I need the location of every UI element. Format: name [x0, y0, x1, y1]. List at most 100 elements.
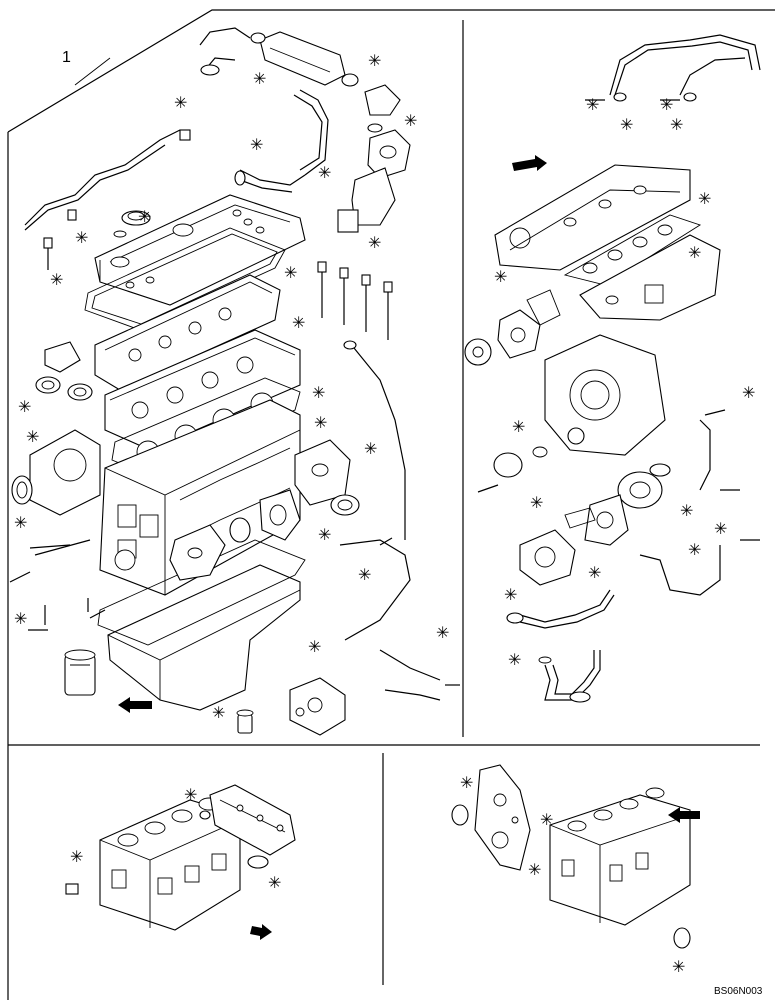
injection-pipes: [24, 129, 191, 270]
svg-text:✳: ✳: [14, 515, 27, 532]
block-gasket-panel-left: ✳ ✳ ✳: [65, 784, 296, 940]
svg-text:✳: ✳: [253, 71, 266, 88]
svg-text:✳: ✳: [75, 230, 88, 247]
block-gasket-panel-right: ✳ ✳ ✳ ✳: [451, 764, 700, 976]
svg-text:✳: ✳: [284, 265, 297, 282]
dipstick: [343, 340, 406, 540]
high-pressure-pipes: [585, 34, 761, 102]
intake-manifold: [494, 164, 691, 271]
seal-parts: [477, 446, 548, 493]
cylinder-head: [104, 329, 301, 451]
marker-symbols-bottom-left: ✳ ✳ ✳: [70, 787, 281, 892]
svg-text:✳: ✳: [368, 235, 381, 252]
svg-text:✳: ✳: [494, 269, 507, 286]
short-block-left: [99, 797, 241, 931]
svg-text:✳: ✳: [138, 209, 151, 226]
short-block-right: [549, 787, 691, 926]
svg-text:✳: ✳: [312, 385, 325, 402]
svg-text:✳: ✳: [318, 527, 331, 544]
drawing-code-label: BS06N003: [714, 986, 763, 997]
oil-pan: [97, 539, 306, 711]
turbo-outlet-flange: [519, 507, 596, 586]
svg-text:✳: ✳: [318, 165, 331, 182]
marker-symbols-bottom-right: ✳ ✳ ✳ ✳: [460, 775, 685, 976]
front-direction-arrow-bottom-left: [250, 924, 272, 940]
oil-return-pipe: [506, 589, 615, 629]
svg-text:✳: ✳: [26, 429, 39, 446]
panel-frame: [7, 9, 775, 1000]
turbocharger: [584, 463, 671, 546]
svg-text:✳: ✳: [368, 53, 381, 70]
seal-ring-right-top: [451, 804, 469, 826]
svg-text:✳: ✳: [308, 639, 321, 656]
front-housing: [259, 489, 301, 541]
marker-symbols-right: ✳ ✳ ✳ ✳ ✳ ✳ ✳ ✳ ✳ ✳ ✳ ✳ ✳ ✳ ✳ ✳: [494, 97, 755, 669]
svg-text:✳: ✳: [50, 272, 63, 289]
egr-valve: [337, 73, 411, 233]
svg-text:✳: ✳: [670, 117, 683, 134]
svg-text:✳: ✳: [540, 812, 553, 829]
main-engine-assembly: ✳ ✳ ✳ ✳ ✳ ✳ ✳ ✳ ✳ ✳ ✳ ✳ ✳ ✳ ✳ ✳ ✳ ✳ ✳ ✳ …: [9, 27, 460, 736]
front-plate-gasket: [474, 764, 531, 871]
svg-text:✳: ✳: [586, 97, 599, 114]
flywheel-housing: [544, 334, 666, 456]
front-direction-arrow-bottom-right: [668, 807, 700, 823]
oil-filter: [64, 649, 96, 696]
front-direction-arrow-right: [512, 155, 547, 171]
plug-left: [65, 883, 79, 895]
front-direction-arrow: [118, 697, 152, 713]
rocker-cover: [94, 194, 306, 306]
svg-text:✳: ✳: [174, 95, 187, 112]
svg-text:✳: ✳: [742, 385, 755, 402]
svg-text:✳: ✳: [460, 775, 473, 792]
oil-pump: [289, 677, 346, 736]
svg-text:✳: ✳: [680, 503, 693, 520]
drain-plug: [236, 709, 254, 734]
svg-text:✳: ✳: [18, 399, 31, 416]
svg-text:✳: ✳: [404, 113, 417, 130]
turbo-manifold-assembly: ✳ ✳ ✳ ✳ ✳ ✳ ✳ ✳ ✳ ✳ ✳ ✳ ✳ ✳ ✳ ✳: [464, 34, 761, 703]
item-callout: 1: [62, 49, 111, 86]
svg-text:✳: ✳: [508, 652, 521, 669]
svg-text:✳: ✳: [314, 415, 327, 432]
o-ring-large: [247, 855, 269, 869]
seal-ring-right-bottom: [673, 927, 691, 949]
water-outlet-parts: [229, 439, 360, 543]
svg-text:✳: ✳: [698, 191, 711, 208]
svg-text:✳: ✳: [358, 567, 371, 584]
svg-text:✳: ✳: [512, 419, 525, 436]
side-cover-gasket: [209, 784, 296, 856]
svg-text:✳: ✳: [688, 245, 701, 262]
svg-text:✳: ✳: [268, 875, 281, 892]
svg-text:✳: ✳: [660, 97, 673, 114]
egr-pipe: [234, 89, 329, 193]
svg-text:✳: ✳: [184, 787, 197, 804]
oil-strainer: [538, 650, 601, 703]
egr-cooler: [199, 27, 346, 86]
oil-filler-cap: [113, 210, 151, 238]
cam-gear: [464, 338, 492, 366]
oil-feed-pipe: [639, 409, 760, 596]
item-number-label: 1: [62, 49, 71, 66]
svg-text:✳: ✳: [292, 315, 305, 332]
engine-block: [99, 399, 301, 596]
glow-plugs: [317, 261, 393, 340]
svg-text:✳: ✳: [688, 542, 701, 559]
o-ring-small: [199, 810, 211, 820]
injection-pump: [169, 524, 226, 581]
svg-text:✳: ✳: [528, 862, 541, 879]
svg-text:✳: ✳: [250, 137, 263, 154]
fasteners: [9, 537, 460, 686]
svg-text:✳: ✳: [212, 705, 225, 722]
svg-text:✳: ✳: [620, 117, 633, 134]
svg-text:✳: ✳: [672, 959, 685, 976]
svg-text:✳: ✳: [364, 441, 377, 458]
svg-text:✳: ✳: [14, 611, 27, 628]
svg-text:✳: ✳: [504, 587, 517, 604]
svg-text:✳: ✳: [588, 565, 601, 582]
svg-text:✳: ✳: [714, 521, 727, 538]
exhaust-manifold: [579, 234, 721, 321]
thermostat-parts: [35, 341, 93, 401]
svg-text:✳: ✳: [70, 849, 83, 866]
